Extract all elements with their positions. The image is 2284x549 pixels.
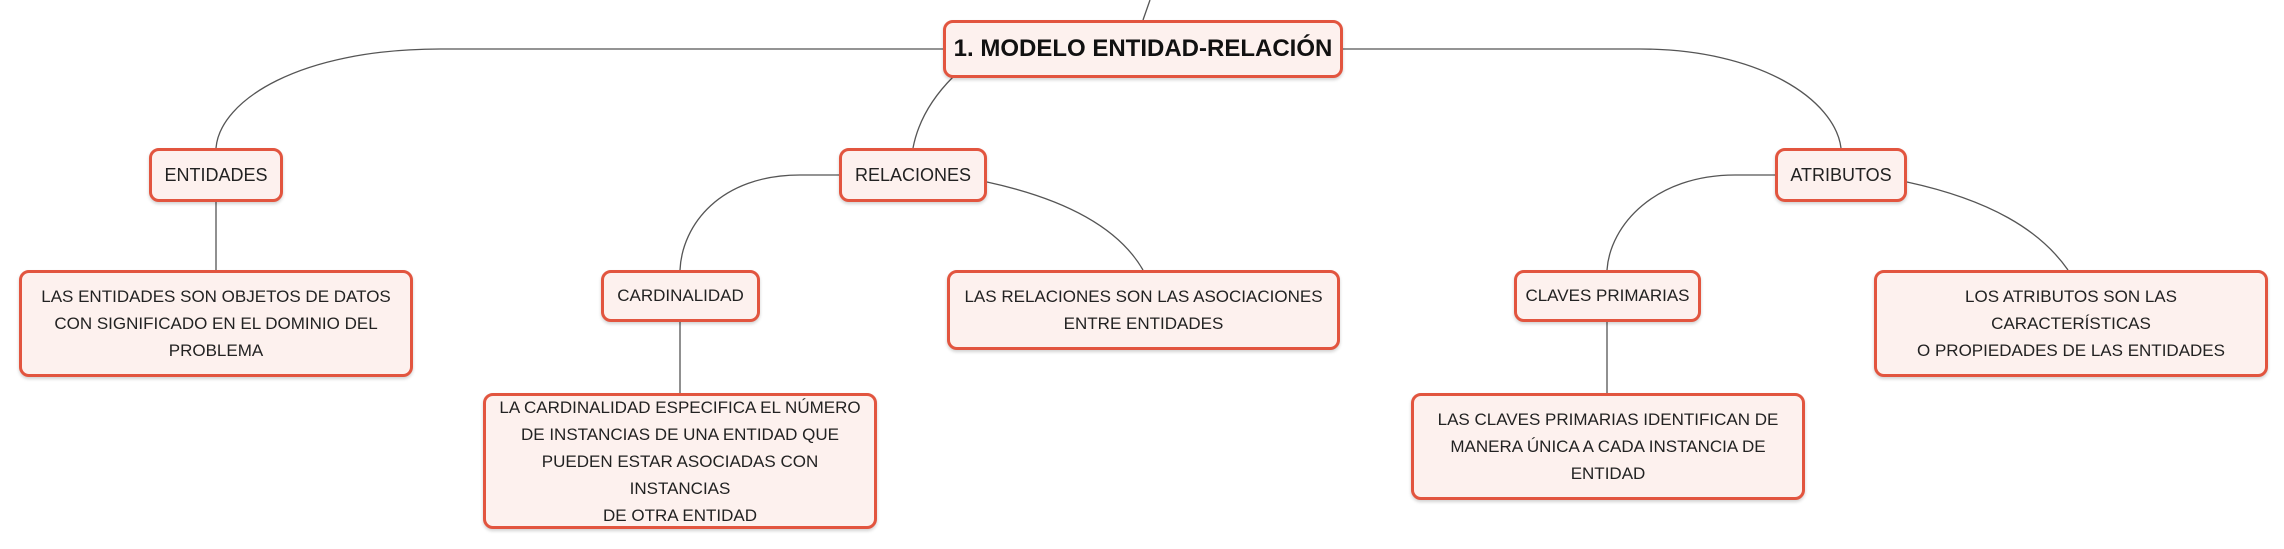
claves-primarias-description-node[interactable]: LAS CLAVES PRIMARIAS IDENTIFICAN DE MANE… xyxy=(1411,393,1805,500)
entidades-description-text: LAS ENTIDADES SON OBJETOS DE DATOS CON S… xyxy=(41,287,391,360)
connector-atributos-claves xyxy=(1606,174,1775,271)
subtopic-cardinalidad[interactable]: CARDINALIDAD xyxy=(601,270,760,322)
root-node[interactable]: 1. MODELO ENTIDAD-RELACIÓN xyxy=(943,20,1343,78)
connector-root-entidades xyxy=(215,48,943,149)
connector-root-relaciones xyxy=(912,76,954,149)
topic-relaciones-label: RELACIONES xyxy=(854,164,972,185)
relaciones-description-text: LAS RELACIONES SON LAS ASOCIACIONES ENTR… xyxy=(964,287,1323,333)
claves-primarias-description-text: LAS CLAVES PRIMARIAS IDENTIFICAN DE MANE… xyxy=(1437,410,1779,483)
subtopic-cardinalidad-label: CARDINALIDAD xyxy=(617,286,744,305)
connector-relaciones-desc xyxy=(986,181,1144,271)
connector-parent-root xyxy=(1142,0,1151,21)
topic-atributos-label: ATRIBUTOS xyxy=(1790,164,1892,185)
entidades-description-node[interactable]: LAS ENTIDADES SON OBJETOS DE DATOS CON S… xyxy=(19,270,413,377)
cardinalidad-description-node[interactable]: LA CARDINALIDAD ESPECIFICA EL NÚMERO DE … xyxy=(483,393,877,529)
atributos-description-text: LOS ATRIBUTOS SON LAS CARACTERÍSTICAS O … xyxy=(1917,287,2225,360)
root-node-label: 1. MODELO ENTIDAD-RELACIÓN xyxy=(953,35,1333,62)
cardinalidad-description-text: LA CARDINALIDAD ESPECIFICA EL NÚMERO DE … xyxy=(499,397,861,525)
connector-relaciones-cardinalidad xyxy=(679,174,839,271)
topic-atributos[interactable]: ATRIBUTOS xyxy=(1775,148,1907,202)
topic-entidades[interactable]: ENTIDADES xyxy=(149,148,283,202)
connector-root-atributos xyxy=(1343,48,1842,149)
topic-relaciones[interactable]: RELACIONES xyxy=(839,148,987,202)
topic-entidades-label: ENTIDADES xyxy=(164,164,268,185)
connector-atributos-desc xyxy=(1906,181,2069,271)
relaciones-description-node[interactable]: LAS RELACIONES SON LAS ASOCIACIONES ENTR… xyxy=(947,270,1340,350)
atributos-description-node[interactable]: LOS ATRIBUTOS SON LAS CARACTERÍSTICAS O … xyxy=(1874,270,2268,377)
subtopic-claves-primarias-label: CLAVES PRIMARIAS xyxy=(1525,286,1690,305)
subtopic-claves-primarias[interactable]: CLAVES PRIMARIAS xyxy=(1514,270,1701,322)
